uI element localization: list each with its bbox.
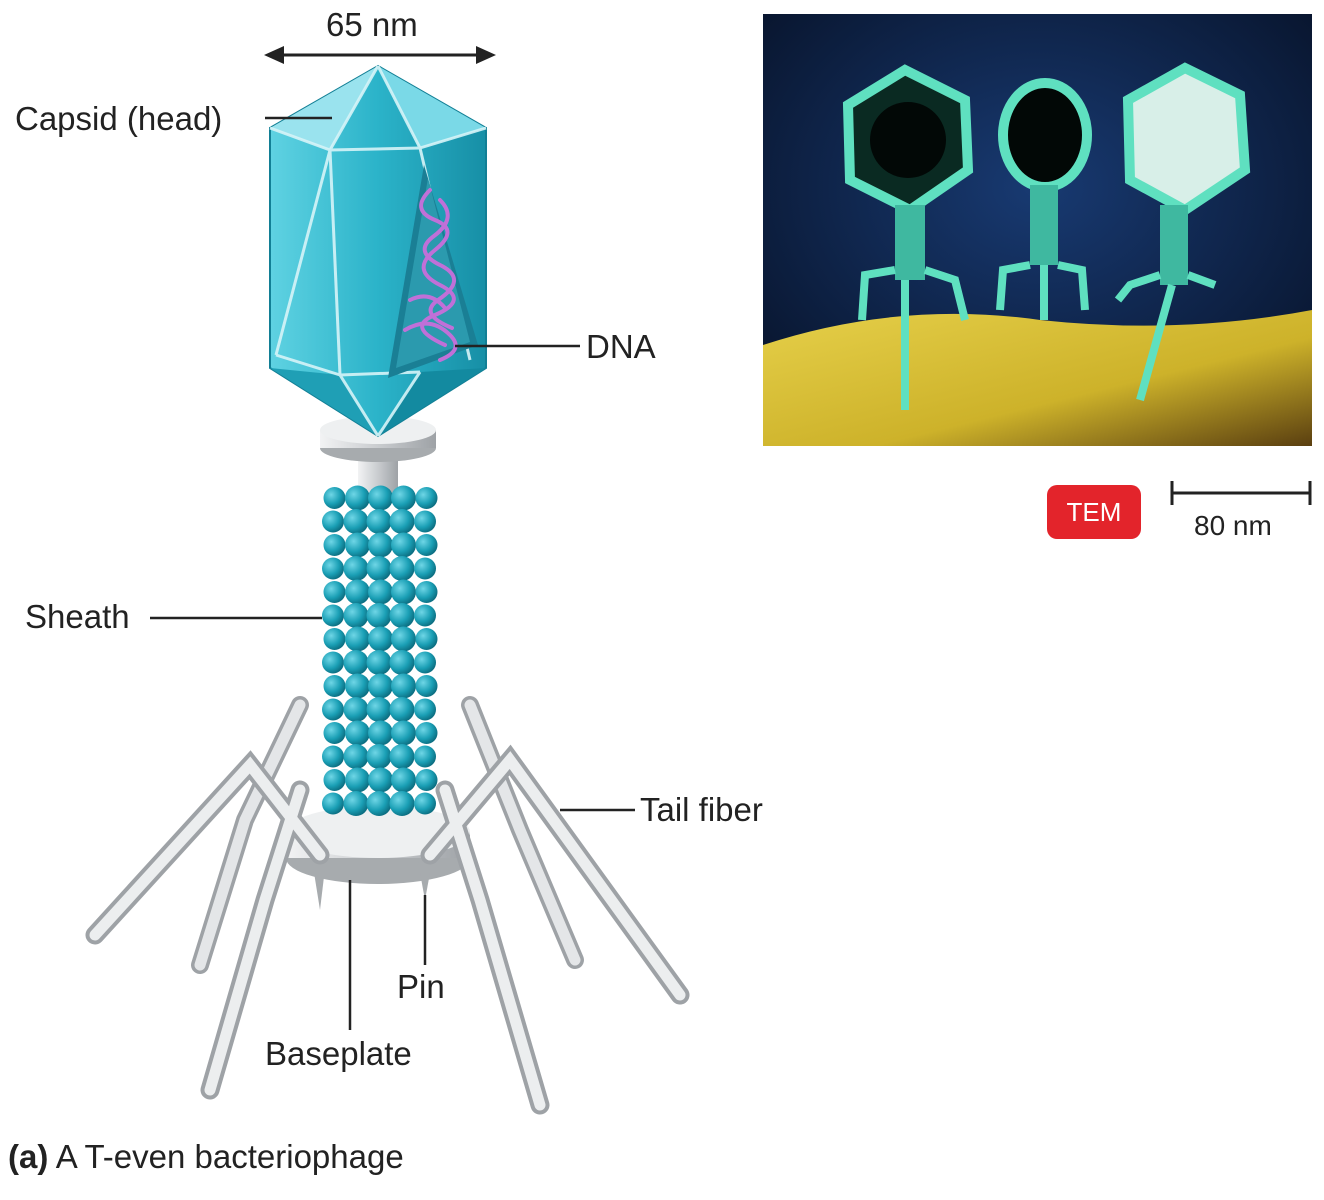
sheath-bead [389, 556, 415, 581]
scale-label: 80 nm [1194, 510, 1272, 541]
caption-text: A T-even bacteriophage [55, 1138, 404, 1175]
sheath-bead [323, 675, 346, 697]
sheath-bead [368, 579, 393, 605]
sheath-bead [368, 767, 393, 793]
sheath-bead [343, 697, 369, 722]
sheath-shape [322, 485, 438, 816]
sheath-bead [389, 744, 415, 769]
sheath-bead [322, 745, 344, 768]
sheath-bead [343, 509, 369, 534]
sheath-bead [366, 791, 392, 816]
sheath-bead [345, 626, 370, 652]
sheath-bead [323, 487, 346, 509]
sheath-bead [415, 581, 438, 603]
sheath-bead [323, 769, 346, 791]
sheath-bead [391, 532, 416, 558]
sheath-bead [368, 532, 393, 558]
sheath-bead [415, 628, 438, 650]
micrograph-phage-2 [996, 78, 1092, 320]
tail-fibers-back-light [194, 699, 581, 971]
width-arrow [264, 46, 496, 64]
sheath-bead [345, 532, 370, 558]
sheath-bead [391, 720, 416, 746]
micrograph-phage-1 [842, 64, 974, 410]
leader-lines [150, 116, 635, 1030]
sheath-bead [366, 650, 392, 675]
sheath-bead [345, 720, 370, 746]
sheath-bead [343, 650, 369, 675]
sheath-bead [391, 579, 416, 605]
sheath-bead [389, 603, 415, 628]
sheath-bead [391, 673, 416, 699]
sheath-bead [415, 675, 438, 697]
dna-strand [403, 188, 458, 362]
sheath-bead [414, 651, 436, 674]
sheath-bead [366, 509, 392, 534]
sheath-bead [415, 534, 438, 556]
tem-micrograph [763, 14, 1312, 446]
sheath-bead [368, 720, 393, 746]
width-label: 65 nm [326, 6, 418, 43]
sheath-bead [322, 651, 344, 674]
sheath-bead [345, 579, 370, 605]
baseplate-shape [286, 806, 470, 910]
capsid-shape [269, 64, 487, 438]
sheath-label: Sheath [25, 598, 130, 635]
sheath-bead [343, 603, 369, 628]
sheath-bead [391, 626, 416, 652]
sheath-bead [389, 650, 415, 675]
sheath-bead [389, 791, 415, 816]
sheath-bead [366, 603, 392, 628]
capsid-label: Capsid (head) [15, 100, 223, 137]
figure-caption: (a) A T-even bacteriophage [8, 1138, 404, 1176]
sheath-bead [345, 485, 370, 511]
sheath-bead [414, 604, 436, 627]
sheath-bead [414, 557, 436, 580]
sheath-bead [343, 556, 369, 581]
sheath-bead [414, 510, 436, 533]
sheath-bead [322, 510, 344, 533]
scale-bar [1170, 481, 1312, 505]
sheath-bead [343, 791, 369, 816]
sheath-bead [366, 697, 392, 722]
sheath-bead [415, 769, 438, 791]
sheath-bead [389, 509, 415, 534]
sheath-bead [322, 604, 344, 627]
tem-badge: TEM [1047, 485, 1141, 539]
sheath-bead [389, 697, 415, 722]
sheath-bead [366, 744, 392, 769]
sheath-bead [322, 698, 344, 721]
sheath-bead [415, 722, 438, 744]
sheath-bead [415, 487, 438, 509]
sheath-bead [391, 485, 416, 511]
sheath-bead [414, 792, 436, 815]
tail-fibers-front-light [89, 751, 686, 1111]
micrograph-phage-3 [1114, 62, 1251, 402]
sheath-bead [323, 534, 346, 556]
caption-part: (a) [8, 1138, 49, 1175]
sheath-bead [322, 792, 344, 815]
sheath-bead [345, 673, 370, 699]
sheath-bead [368, 485, 393, 511]
dna-label: DNA [586, 328, 656, 365]
baseplate-label: Baseplate [265, 1035, 412, 1072]
sheath-bead [414, 745, 436, 768]
sheath-bead [366, 556, 392, 581]
tail-fiber-label: Tail fiber [640, 791, 763, 828]
sheath-bead [345, 767, 370, 793]
sheath-bead [343, 744, 369, 769]
collar [320, 416, 436, 500]
pin-label: Pin [397, 968, 445, 1005]
sheath-bead [323, 628, 346, 650]
sheath-bead [323, 581, 346, 603]
sheath-bead [391, 767, 416, 793]
sheath-bead [368, 626, 393, 652]
sheath-bead [323, 722, 346, 744]
sheath-bead [368, 673, 393, 699]
sheath-bead [322, 557, 344, 580]
sheath-bead [414, 698, 436, 721]
